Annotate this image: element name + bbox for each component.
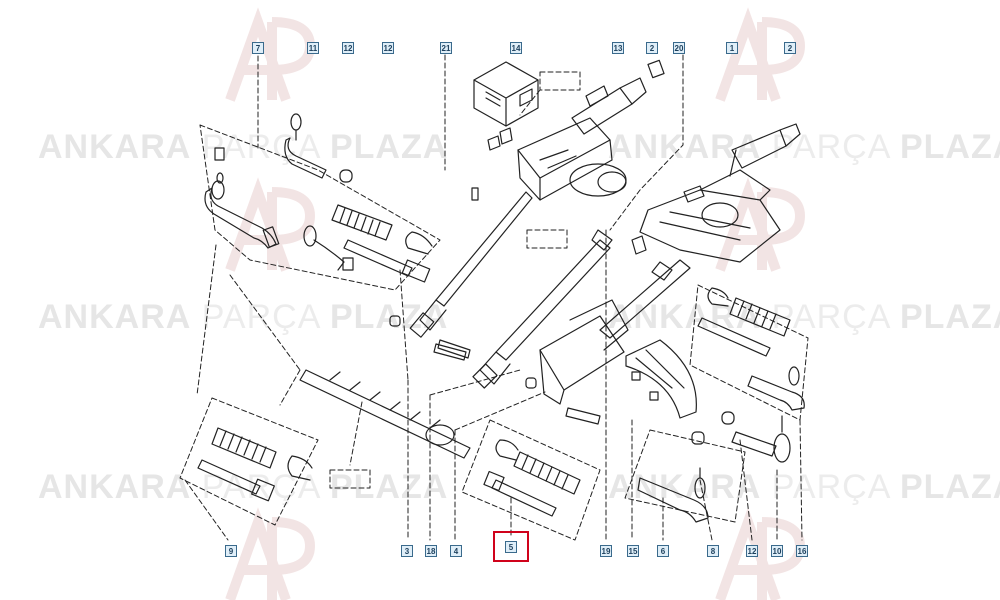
callout-18[interactable]: 18 <box>425 545 437 557</box>
callout-21[interactable]: 21 <box>440 42 452 54</box>
watermark-row: ANKARA PARÇA PLAZA <box>38 468 449 506</box>
bellows-12 <box>331 204 433 255</box>
ball-joint-11 <box>284 113 353 183</box>
callout-19[interactable]: 19 <box>600 545 612 557</box>
callout-14[interactable]: 14 <box>510 42 522 54</box>
lower-shaft-19 <box>472 229 647 389</box>
tie-rod-end-10 <box>721 411 791 463</box>
callout-12[interactable]: 12 <box>342 42 354 54</box>
callout-5[interactable]: 5 <box>505 541 517 553</box>
ecu-module-14 <box>473 61 539 151</box>
highlight-box-part-5 <box>493 531 529 562</box>
callout-20[interactable]: 20 <box>673 42 685 54</box>
bellows-lower-left <box>211 427 313 481</box>
inner-tie-rod <box>303 225 431 283</box>
steering-column-13 <box>471 59 665 201</box>
watermark-logo-icon <box>225 7 806 600</box>
tie-rod-9 <box>197 459 275 502</box>
inner-tie-rod-5 <box>483 439 581 517</box>
tie-rod-end-6 <box>637 431 709 523</box>
watermark-row: ANKARA PARÇA PLAZA <box>38 128 449 166</box>
callout-15[interactable]: 15 <box>627 545 639 557</box>
callout-12[interactable]: 12 <box>382 42 394 54</box>
callout-1[interactable]: 1 <box>726 42 738 54</box>
callout-3[interactable]: 3 <box>401 545 413 557</box>
inner-tie-rod-16 <box>697 287 805 411</box>
column-tube-20 <box>539 259 691 405</box>
steering-rack <box>299 369 471 459</box>
callout-12[interactable]: 12 <box>746 545 758 557</box>
callout-4[interactable]: 4 <box>450 545 462 557</box>
callout-2[interactable]: 2 <box>784 42 796 54</box>
column-assembly-1 <box>639 123 801 263</box>
callout-9[interactable]: 9 <box>225 545 237 557</box>
leader-lines <box>184 54 803 541</box>
bolt-parts <box>433 343 601 425</box>
intermediate-shaft <box>389 191 533 359</box>
callout-7[interactable]: 7 <box>252 42 264 54</box>
callout-11[interactable]: 11 <box>307 42 319 54</box>
cover-15 <box>625 339 697 419</box>
group-frames <box>179 71 809 541</box>
watermark-row: ANKARA PARÇA PLAZA <box>608 128 1000 166</box>
callout-6[interactable]: 6 <box>657 545 669 557</box>
callout-10[interactable]: 10 <box>771 545 783 557</box>
tie-rod-end-left <box>204 147 280 249</box>
callout-16[interactable]: 16 <box>796 545 808 557</box>
callout-13[interactable]: 13 <box>612 42 624 54</box>
watermark-row: ANKARA PARÇA PLAZA <box>608 298 1000 336</box>
callout-8[interactable]: 8 <box>707 545 719 557</box>
callout-2[interactable]: 2 <box>646 42 658 54</box>
